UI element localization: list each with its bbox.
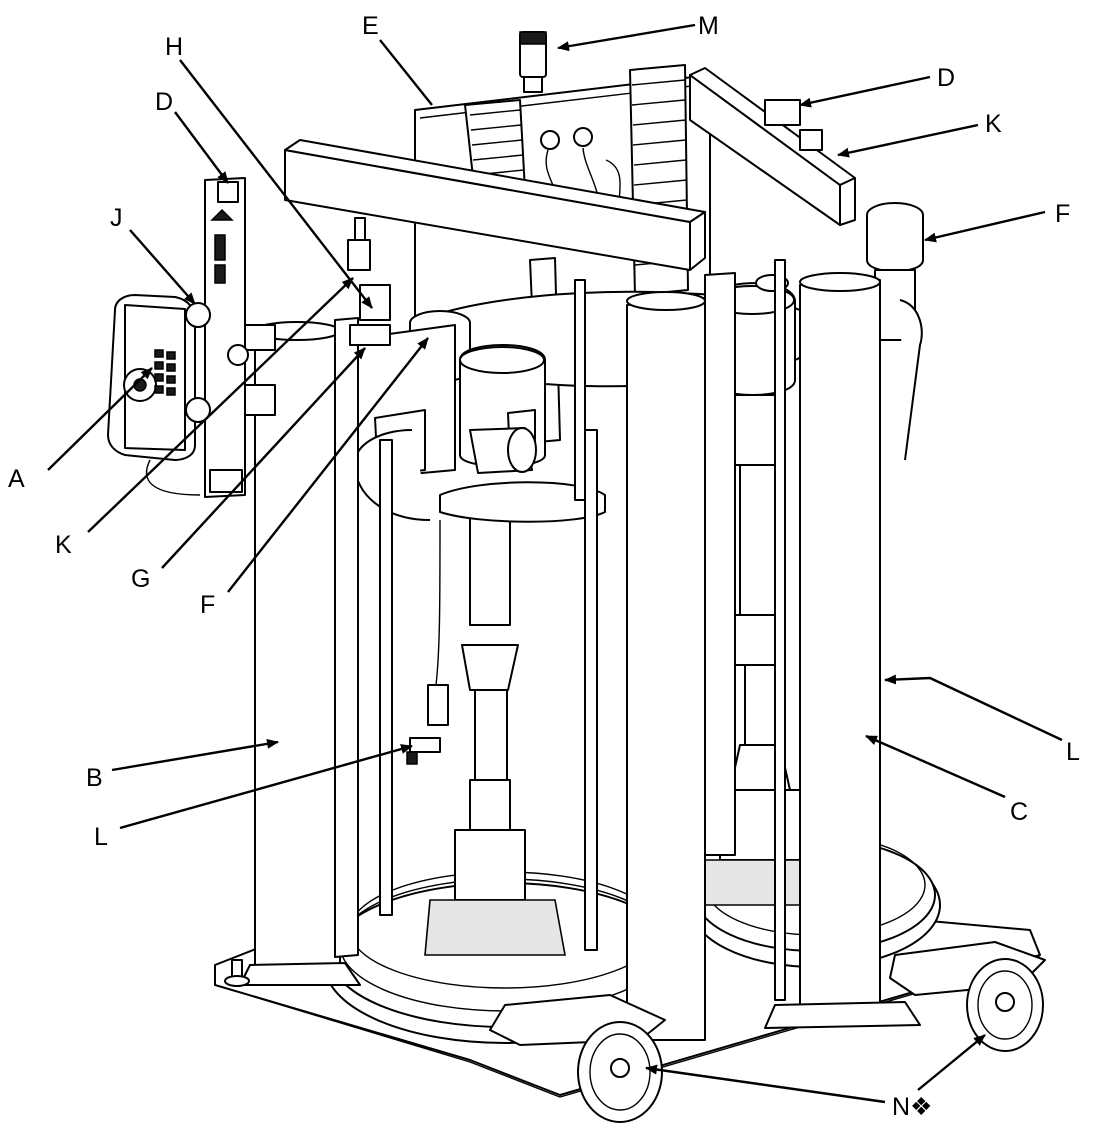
regulator-knob-J-icon xyxy=(185,302,211,328)
column-small-right xyxy=(704,272,736,856)
callout-F-right: F xyxy=(1055,200,1070,228)
callout-L-left: L xyxy=(94,823,108,851)
valve-block-upper-icon xyxy=(799,129,823,151)
column-feet xyxy=(239,962,921,1029)
left-pump: A A xyxy=(344,310,566,956)
air-regulators xyxy=(145,302,276,496)
caster-front-hub-icon xyxy=(610,1058,630,1078)
column-C xyxy=(799,272,881,1006)
beacon-light xyxy=(519,31,547,93)
right-top-beam xyxy=(689,67,856,226)
gauge-right-icon xyxy=(573,127,593,147)
right-air-motor xyxy=(764,99,924,461)
callout-K-right: K xyxy=(985,110,1002,138)
pump-lift-plate xyxy=(439,481,606,523)
callout-A: A xyxy=(8,465,25,493)
callout-E: E xyxy=(362,12,379,40)
column-center xyxy=(626,291,706,1041)
callout-D-left: D xyxy=(155,88,173,116)
caster-right-hub-icon xyxy=(995,992,1015,1012)
control-panel-A xyxy=(107,294,196,461)
callout-J: J xyxy=(110,204,123,232)
top-crossbeam xyxy=(284,139,706,271)
callout-G: G xyxy=(131,565,150,593)
callout-F-left: F xyxy=(200,591,215,619)
warning-triangle-icon xyxy=(210,208,234,221)
guide-rods xyxy=(379,259,786,1001)
column-B xyxy=(253,321,341,969)
left-hose xyxy=(353,429,449,726)
column-B-inner xyxy=(334,317,359,958)
callout-N: N❖ xyxy=(892,1093,932,1121)
leveling-foot xyxy=(224,959,250,987)
callout-B: B xyxy=(86,764,103,792)
keypad-icon xyxy=(154,349,176,396)
sample-valve-left xyxy=(406,737,441,765)
callout-H: H xyxy=(165,33,183,61)
callout-C: C xyxy=(1010,798,1028,826)
callout-D-right: D xyxy=(937,64,955,92)
callouts: M E H D D K F J A K G F xyxy=(8,12,1080,1121)
callout-L-right: L xyxy=(1066,738,1080,766)
callout-K-left: K xyxy=(55,531,72,559)
gauge-left-icon xyxy=(540,130,560,150)
left-air-valve xyxy=(347,217,391,346)
caster-front xyxy=(489,994,666,1123)
regulator-knob-lower-icon xyxy=(185,397,211,423)
caster-right xyxy=(889,941,1046,1052)
control-column-D xyxy=(204,177,246,498)
callout-M: M xyxy=(698,12,719,40)
